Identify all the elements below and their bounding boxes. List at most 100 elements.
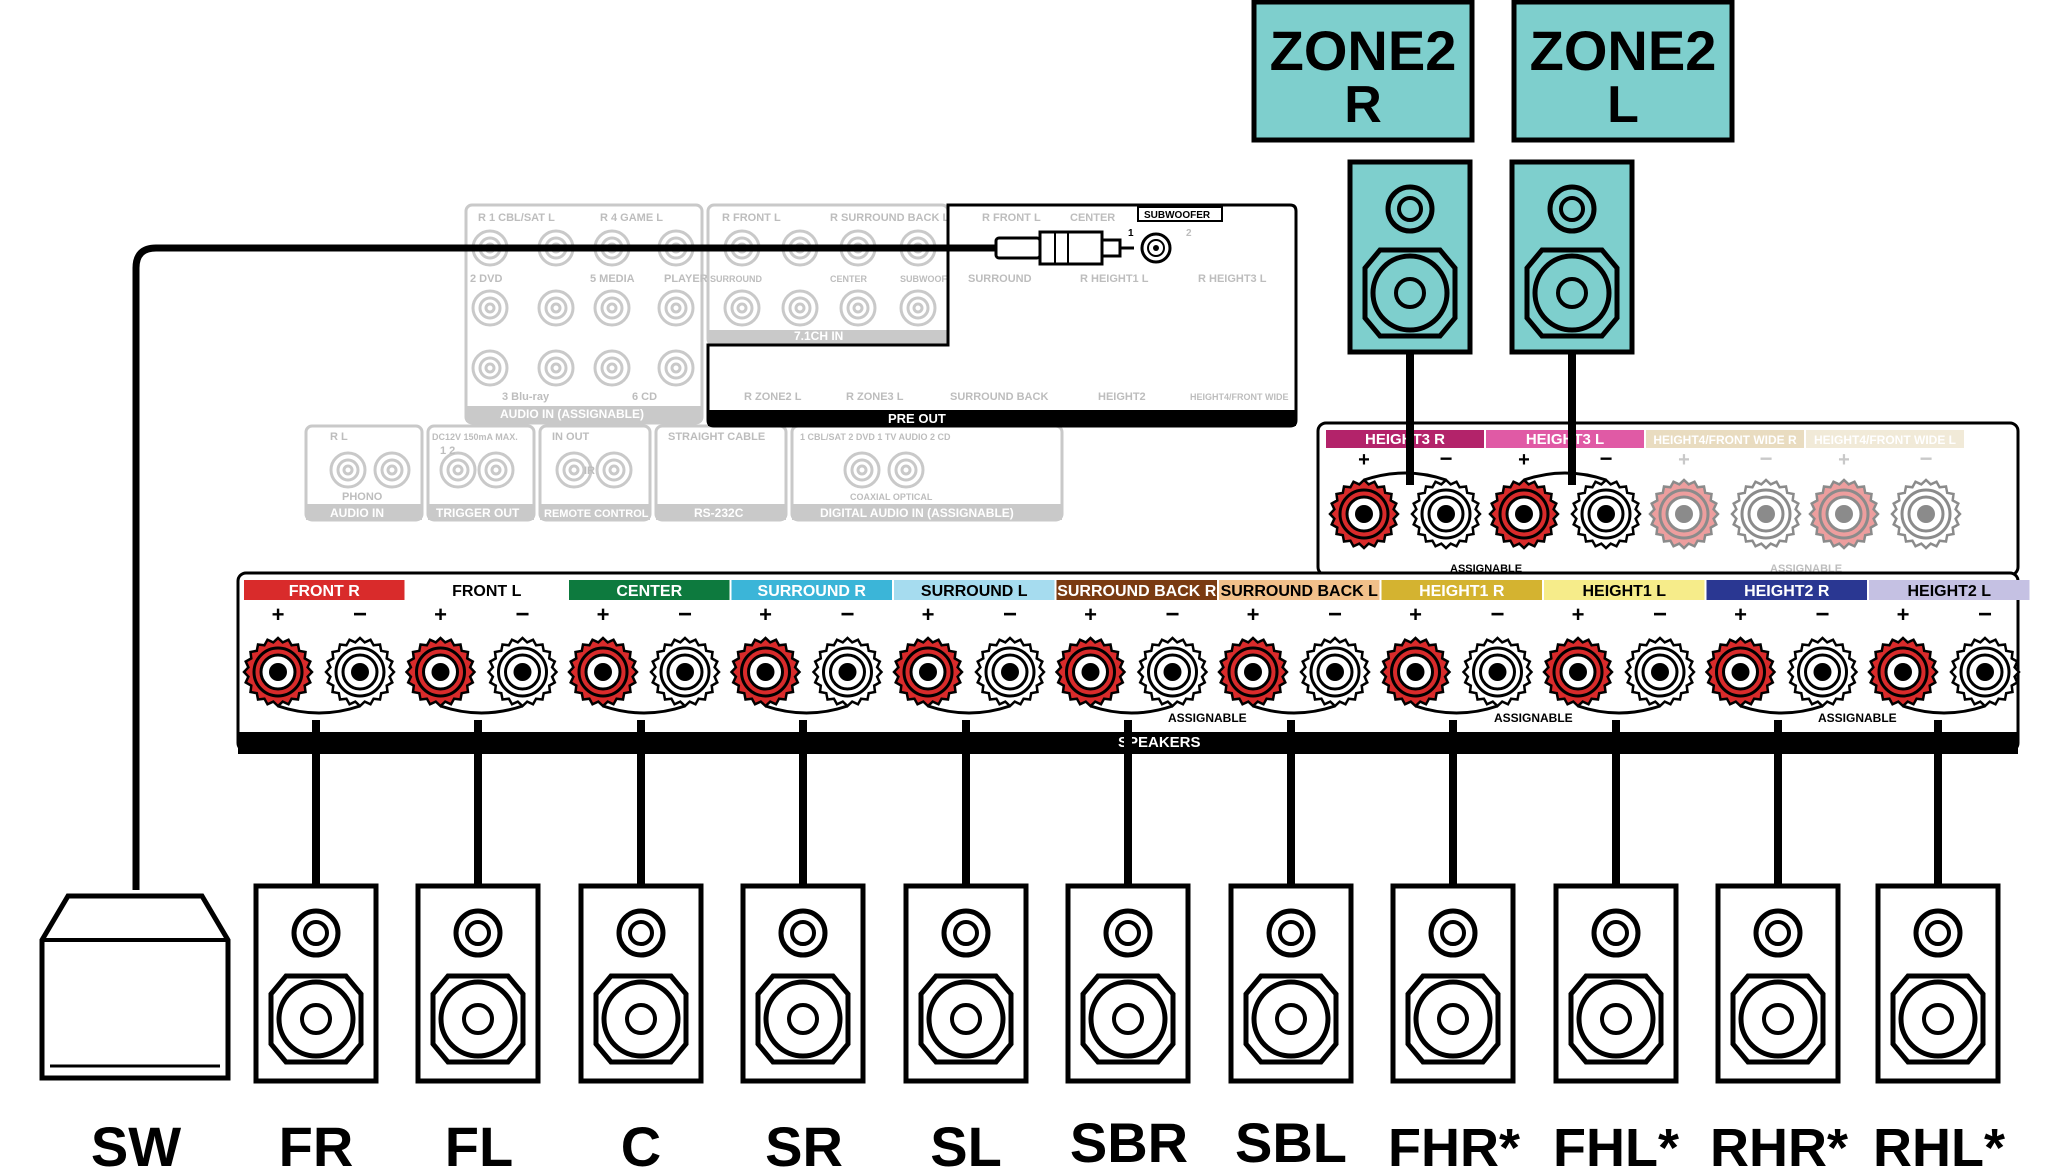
main-terminal-panel: FRONT R+−FRONT L+−CENTER+−SURROUND R+−SU… [236,571,2030,754]
phono-top-label: R L [330,431,348,443]
plus-sign-3: + [759,602,772,627]
main-assignable-label-1: ASSIGNABLE [1168,711,1247,725]
minus-sign-8: − [1653,601,1667,628]
upper-minus-1: − [1600,446,1613,471]
main-header-text-2: CENTER [616,583,682,600]
main-header-5 [1056,580,1217,600]
label-player: PLAYER [664,273,708,285]
floor-speaker-5 [1068,886,1188,1081]
upper-terminal-plus-1 [1488,478,1560,550]
minus-sign-4: − [1003,601,1017,628]
remote-ir-label: IR [584,465,595,477]
trigger-out-label: TRIGGER OUT [436,506,520,520]
upper-plus-3: + [1838,449,1850,471]
minus-sign-5: − [1165,601,1179,628]
label-surround-in: SURROUND [710,274,763,284]
upper-terminal-panel: HEIGHT3 R+−HEIGHT3 L+−HEIGHT4/FRONT WIDE… [1316,421,2020,578]
minus-sign-1: − [515,601,529,628]
label-surround-preout: SURROUND [968,273,1032,285]
label-cbl-sat: R 1 CBL/SAT L [478,212,555,224]
terminal-plus-1 [404,636,477,708]
terminal-minus-9 [1786,636,1859,708]
terminal-plus-3 [729,636,802,708]
floor-speaker-7 [1393,886,1513,1081]
plus-sign-9: + [1734,602,1747,627]
floor-speaker-4 [906,886,1026,1081]
upper-plus-2: + [1678,449,1690,471]
upper-header-text-2: HEIGHT4/FRONT WIDE R [1653,433,1797,447]
main-header-8 [1544,580,1705,600]
zone2-l-line1: ZONE2 [1530,19,1717,82]
label-surround-back-preout: SURROUND BACK [950,391,1048,403]
floor-speaker-8 [1556,886,1676,1081]
upper-minus-3: − [1920,446,1933,471]
minus-sign-9: − [1815,601,1829,628]
subwoofer-label: SUBWOOFER [1144,210,1211,221]
speaker-label-c: C [621,1115,661,1174]
upper-header-text-1: HEIGHT3 L [1526,431,1604,448]
speaker-label-sbr: SBR [1070,1111,1188,1174]
terminal-minus-1 [486,636,559,708]
terminal-plus-6 [1217,636,1289,708]
cables [312,350,1942,890]
trigger-mid-label: 1 2 [440,445,455,457]
label-surround-back-in: R SURROUND BACK L [830,212,949,224]
speaker-label-sr: SR [765,1115,843,1174]
terminal-minus-8 [1624,636,1696,708]
zone2-l-group: ZONE2 L [1509,0,1735,355]
terminal-minus-2 [649,636,721,708]
label-71ch-in: 7.1CH IN [794,329,843,343]
speaker-label-fhl: FHL* [1553,1118,1679,1174]
plus-sign-5: + [1084,602,1097,627]
main-header-text-5: SURROUND BACK R [1057,583,1217,600]
label-zone2-preout: R ZONE2 L [744,391,802,403]
zone2-r-group: ZONE2 R [1251,0,1475,355]
pre-out-label: PRE OUT [888,411,946,426]
terminal-plus-0 [242,636,314,708]
terminal-plus-7 [1379,636,1452,708]
floor-speaker-10 [1878,886,1998,1081]
upper-minus-0: − [1440,446,1453,471]
zone2-r-line1: ZONE2 [1270,19,1457,82]
speaker-label-sw: SW [91,1115,181,1174]
main-header-7 [1381,580,1542,600]
terminal-plus-4 [892,636,964,708]
floor-speaker-3 [743,886,863,1081]
plus-sign-6: + [1247,602,1260,627]
upper-header-0 [1326,430,1484,448]
main-header-text-10: HEIGHT2 L [1907,583,1991,600]
subwoofer-speaker [39,893,231,1081]
pre-out-panel: PRE OUT SUBWOOFER 1 2 R FRONT L CENTER S… [706,203,1298,428]
minus-sign-10: − [1978,601,1992,628]
label-height2-preout: HEIGHT2 [1098,391,1146,403]
label-zone3-preout: R ZONE3 L [846,391,904,403]
terminal-minus-4 [974,636,1046,708]
plus-sign-10: + [1897,602,1910,627]
label-front-preout: R FRONT L [982,212,1041,224]
speakers-label: SPEAKERS [1118,734,1201,751]
label-height1-preout: R HEIGHT1 L [1080,273,1149,285]
upper-minus-2: − [1760,446,1773,471]
label-subwoofer-in: SUBWOOFER [900,274,960,284]
main-header-text-0: FRONT R [289,583,361,600]
subwoofer-2-label: 2 [1186,228,1192,239]
speaker-label-rhl: RHL* [1873,1118,2005,1174]
speaker-label-rhr: RHR* [1710,1118,1848,1174]
trigger-top-label: DC12V 150mA MAX. [432,432,518,442]
floor-speaker-1 [418,886,538,1081]
plus-sign-0: + [272,602,285,627]
subwoofer-cable [132,230,1134,890]
terminal-minus-6 [1299,636,1371,708]
label-bluray: 3 Blu-ray [502,391,550,403]
label-media: 5 MEDIA [590,273,635,285]
label-cd: 6 CD [632,391,657,403]
label-center-preout: CENTER [1070,212,1115,224]
main-assignable-label-2: ASSIGNABLE [1494,711,1573,725]
main-assignable-label-3: ASSIGNABLE [1818,711,1897,725]
subwoofer-1-label: 1 [1128,228,1134,239]
upper-header-text-0: HEIGHT3 R [1365,431,1445,448]
main-header-2 [569,580,730,600]
upper-header-1 [1486,430,1644,448]
digital-mid-label: COAXIAL OPTICAL [850,492,933,502]
zone2-l-line2: L [1607,76,1639,134]
